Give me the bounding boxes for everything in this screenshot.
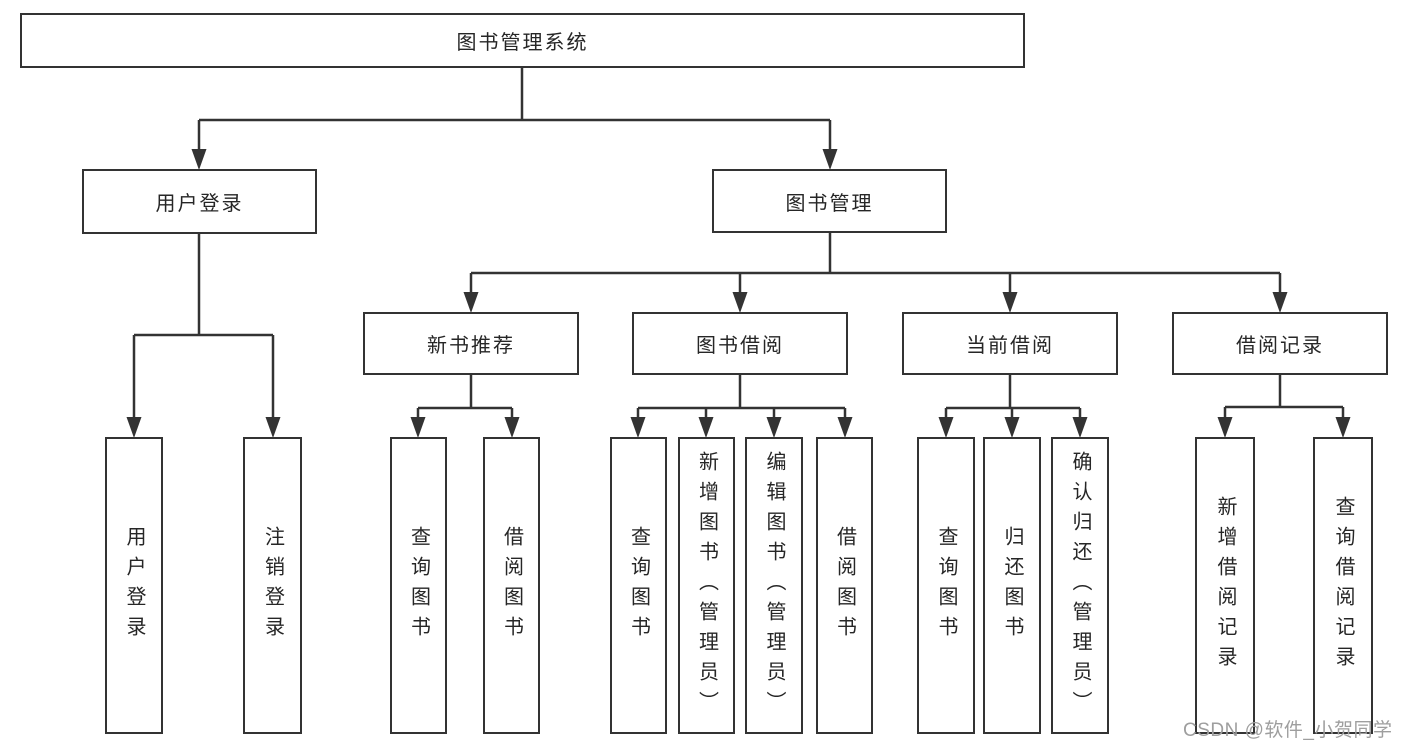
- node-label: 注销登录: [261, 525, 284, 646]
- node-label: 查询借阅记录: [1332, 495, 1354, 676]
- arrowhead-icon: [463, 292, 479, 313]
- node-label: 用户登录: [123, 525, 145, 646]
- arrowhead-icon: [126, 417, 142, 438]
- arrowhead-icon: [1217, 417, 1233, 438]
- arrowhead-icon: [191, 149, 207, 170]
- node-user-login-action: 用户登录: [105, 437, 163, 734]
- arrowhead-icon: [1272, 292, 1288, 313]
- node-book-borrow: 图书借阅: [632, 312, 848, 375]
- node-query-books-current: 查询图书: [917, 437, 975, 734]
- arrowhead-icon: [1002, 292, 1018, 313]
- arrowhead-icon: [1072, 417, 1088, 438]
- arrowhead-icon: [504, 417, 520, 438]
- node-query-books-recommend: 查询图书: [390, 437, 447, 734]
- node-borrow-records: 借阅记录: [1172, 312, 1388, 375]
- node-label: 查询图书: [407, 525, 430, 646]
- arrowhead-icon: [766, 417, 782, 438]
- arrowhead-icon: [1335, 417, 1351, 438]
- arrowhead-icon: [265, 417, 281, 438]
- node-label: 借阅图书: [833, 525, 856, 646]
- arrowhead-icon: [1004, 417, 1020, 438]
- watermark: CSDN @软件_小贺同学: [1183, 720, 1393, 741]
- node-label: 编辑图书（管理员）: [763, 450, 785, 721]
- node-borrow-books-recommend: 借阅图书: [483, 437, 540, 734]
- node-label: 当前借阅: [966, 335, 1054, 357]
- node-query-books-borrow: 查询图书: [610, 437, 667, 734]
- node-label: 确认归还（管理员）: [1069, 450, 1091, 721]
- connector-lines: [132, 68, 1345, 424]
- node-label: 图书管理: [785, 192, 874, 215]
- node-library-system: 图书管理系统: [20, 13, 1025, 68]
- node-return-books: 归还图书: [983, 437, 1041, 734]
- node-confirm-return-admin: 确认归还（管理员）: [1051, 437, 1109, 734]
- node-user-login: 用户登录: [82, 169, 317, 234]
- arrowhead-icon: [837, 417, 853, 438]
- node-label: 用户登录: [155, 193, 244, 215]
- arrowhead-icon: [732, 292, 748, 313]
- node-current-borrow: 当前借阅: [902, 312, 1118, 375]
- arrowhead-icon: [410, 417, 426, 438]
- node-label: 新增借阅记录: [1214, 495, 1236, 676]
- node-label: 图书管理系统: [456, 32, 589, 54]
- node-borrow-books: 借阅图书: [816, 437, 873, 734]
- node-add-borrow-record: 新增借阅记录: [1195, 437, 1255, 734]
- node-label: 图书借阅: [696, 335, 784, 357]
- node-new-book-recommend: 新书推荐: [363, 312, 579, 375]
- node-label: 新增图书（管理员）: [695, 450, 718, 721]
- node-label: 借阅记录: [1236, 335, 1324, 357]
- node-add-book-admin: 新增图书（管理员）: [678, 437, 735, 734]
- node-label: 借阅图书: [500, 525, 523, 646]
- node-query-borrow-record: 查询借阅记录: [1313, 437, 1373, 734]
- node-edit-book-admin: 编辑图书（管理员）: [745, 437, 803, 734]
- node-label: 查询图书: [627, 525, 650, 646]
- node-label: 新书推荐: [427, 335, 515, 357]
- arrowhead-icon: [822, 149, 838, 170]
- arrowhead-icon: [698, 417, 714, 438]
- arrowhead-icon: [630, 417, 646, 438]
- arrowhead-icon: [938, 417, 954, 438]
- node-logout-action: 注销登录: [243, 437, 302, 734]
- node-label: 查询图书: [935, 525, 957, 646]
- node-label: 归还图书: [1001, 525, 1023, 646]
- node-book-management: 图书管理: [712, 169, 947, 233]
